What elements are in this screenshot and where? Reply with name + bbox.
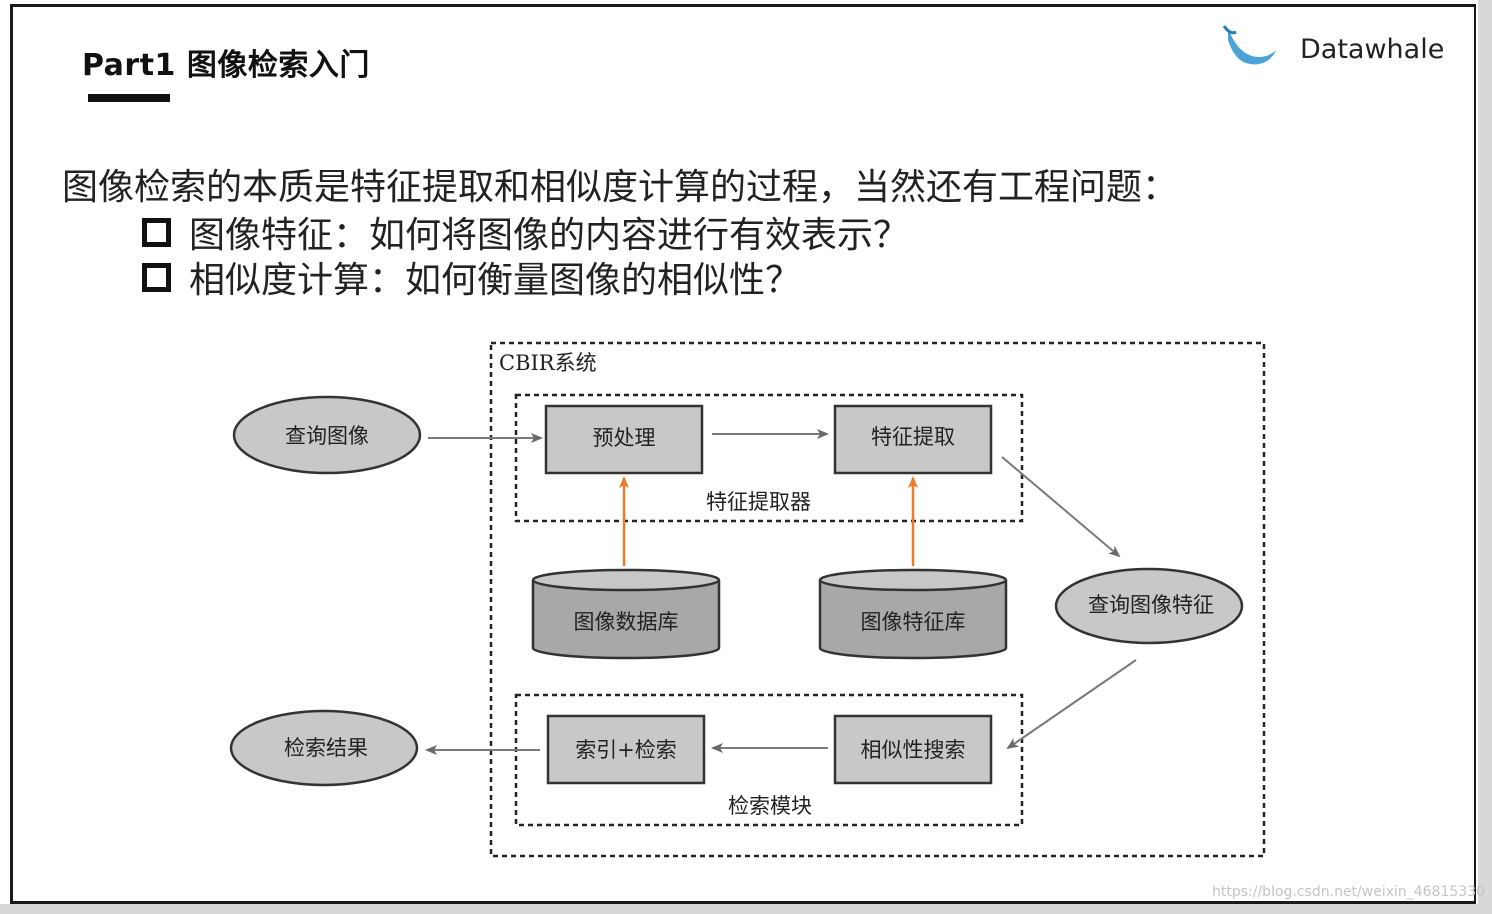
extractor-border [514, 393, 1024, 523]
index-search-label: 索引+检索 [575, 738, 677, 762]
cbir-system-border [489, 341, 1266, 858]
feature-extract-node [833, 404, 993, 475]
brand-name: Datawhale [1300, 34, 1445, 65]
query-image-label: 查询图像 [285, 424, 369, 448]
window-edge-bottom [0, 904, 1492, 914]
bullet-item: 相似度计算：如何衡量图像的相似性？ [142, 251, 801, 303]
preprocess-label: 预处理 [593, 426, 656, 450]
window-edge [1478, 0, 1492, 914]
cbir-system-label: CBIR系统 [499, 351, 597, 375]
arrow-extract-to-query-feature [1001, 456, 1121, 558]
bullet-text: 相似度计算：如何衡量图像的相似性？ [189, 260, 802, 301]
similarity-search-node [833, 714, 993, 785]
result-node [229, 709, 419, 787]
image-db-node [531, 568, 721, 660]
extractor-label: 特征提取器 [706, 490, 811, 514]
checkbox-icon [142, 217, 171, 247]
result-label: 检索结果 [284, 736, 368, 760]
query-feature-label: 查询图像特征 [1088, 593, 1214, 617]
arrow-query-feature-to-similarity [1006, 659, 1137, 750]
image-db-label: 图像数据库 [574, 610, 679, 634]
query-feature-node [1054, 567, 1244, 645]
whale-logo-icon [1222, 25, 1276, 65]
preprocess-node [544, 404, 704, 475]
intro-text: 图像检索的本质是特征提取和相似度计算的过程，当然还有工程问题： [62, 167, 1179, 208]
index-search-node [546, 714, 706, 785]
checkbox-icon [142, 262, 171, 292]
feature-db-label: 图像特征库 [861, 610, 966, 634]
retrieval-border [514, 693, 1024, 827]
query-image-node [232, 395, 422, 475]
retrieval-label: 检索模块 [728, 794, 812, 818]
slide-title: Part1 图像检索入门 [82, 48, 370, 83]
watermark-url: https://blog.csdn.net/weixin_46815330 [1212, 884, 1486, 900]
similarity-search-label: 相似性搜索 [861, 738, 966, 762]
bullet-text: 图像特征：如何将图像的内容进行有效表示？ [189, 215, 910, 256]
feature-extract-label: 特征提取 [871, 425, 955, 449]
bullet-item: 图像特征：如何将图像的内容进行有效表示？ [142, 206, 909, 258]
feature-db-node [818, 568, 1008, 660]
title-underline [88, 94, 170, 102]
